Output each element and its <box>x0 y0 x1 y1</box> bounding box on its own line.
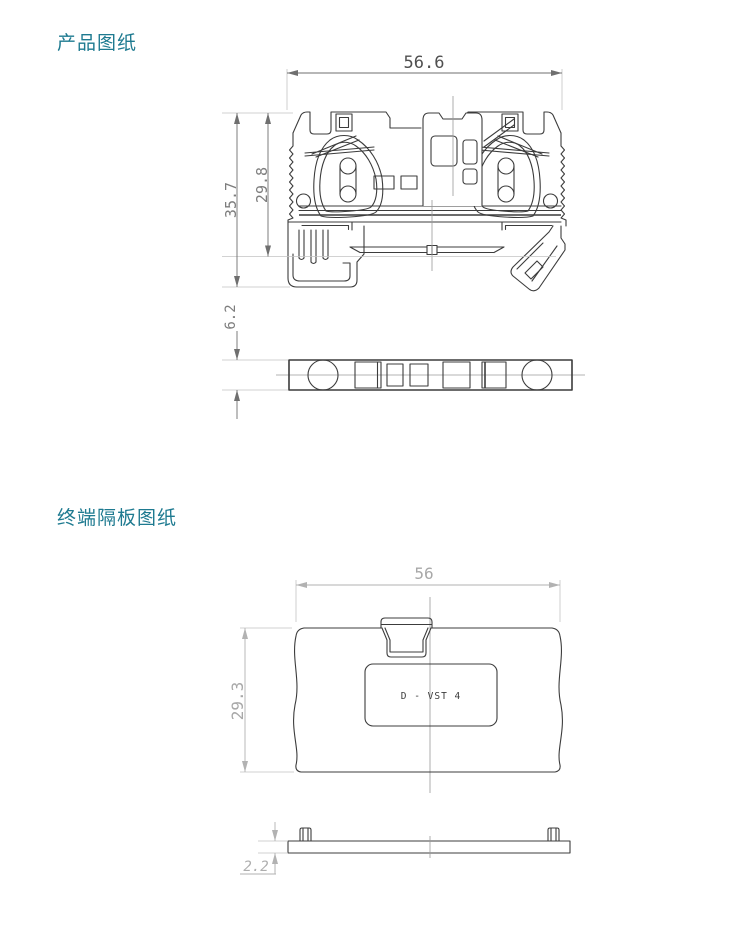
dim-product-total-height: 35.7 <box>222 182 240 218</box>
left-pin <box>299 827 312 842</box>
partition-side-view: 2.2 <box>240 822 571 875</box>
din-latch <box>510 225 566 292</box>
partition-model-label: D - VST 4 <box>401 691 461 702</box>
section-title-product: 产品图纸 <box>57 33 138 54</box>
product-side-view: 56.6 35.7 29.8 <box>222 53 567 292</box>
dim-product-width: 56.6 <box>404 53 445 73</box>
end-plate-outline <box>293 627 563 773</box>
partition-front-view: D - VST 4 56 29.3 <box>228 564 563 793</box>
dim-product-rail-thickness: 6.2 <box>223 304 239 329</box>
right-pin <box>547 827 560 842</box>
dim-partition-thickness: 2.2 <box>243 859 268 875</box>
mounting-tab <box>380 617 433 658</box>
busbar-lines <box>298 205 562 212</box>
rail-outline <box>288 359 573 391</box>
product-bottom-view: 6.2 <box>222 304 585 419</box>
center-tower <box>422 112 483 206</box>
dim-product-body-height: 29.8 <box>253 167 271 203</box>
dim-partition-width: 56 <box>414 564 433 583</box>
label-field <box>364 663 498 727</box>
dim-partition-height: 29.3 <box>228 682 247 721</box>
din-foot <box>287 225 365 288</box>
section-title-partition: 终端隔板图纸 <box>57 508 178 529</box>
plate-edge-outline <box>287 840 571 854</box>
